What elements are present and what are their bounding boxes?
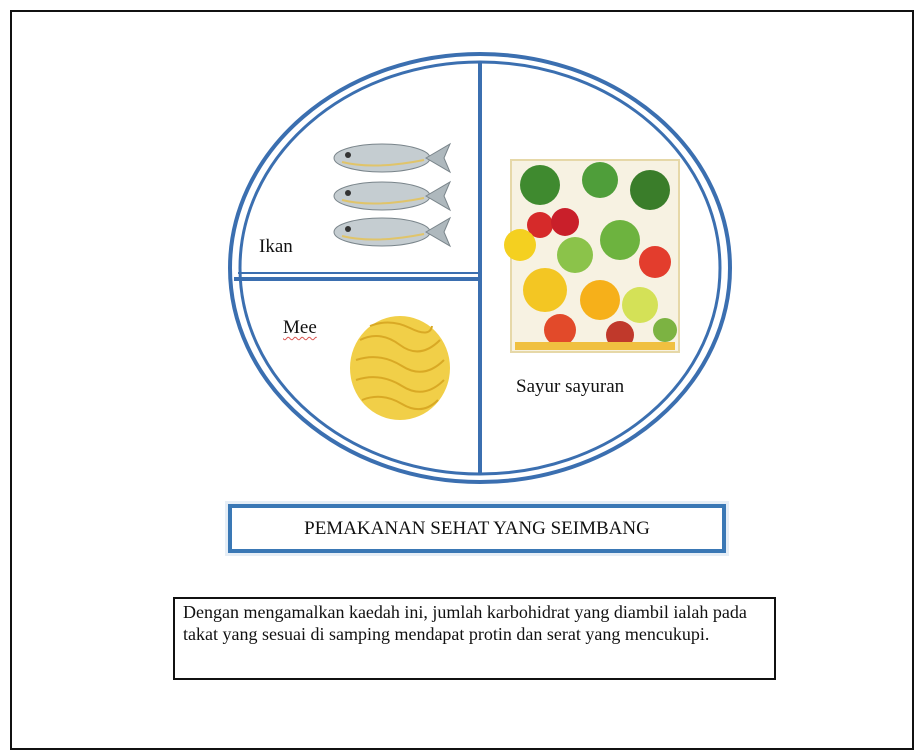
label-sayur-sayuran: Sayur sayuran bbox=[516, 376, 624, 398]
diagram-title: PEMAKANAN SEHAT YANG SEIMBANG bbox=[304, 518, 650, 540]
description-text: Dengan mengamalkan kaedah ini, jumlah ka… bbox=[183, 602, 747, 644]
fish-image bbox=[334, 144, 450, 246]
description-box: Dengan mengamalkan kaedah ini, jumlah ka… bbox=[173, 597, 776, 680]
title-box: PEMAKANAN SEHAT YANG SEIMBANG bbox=[228, 504, 726, 553]
vegetables-image bbox=[504, 160, 679, 352]
label-mee: Mee bbox=[283, 317, 317, 339]
noodle-image bbox=[350, 316, 450, 420]
label-ikan: Ikan bbox=[259, 236, 293, 258]
